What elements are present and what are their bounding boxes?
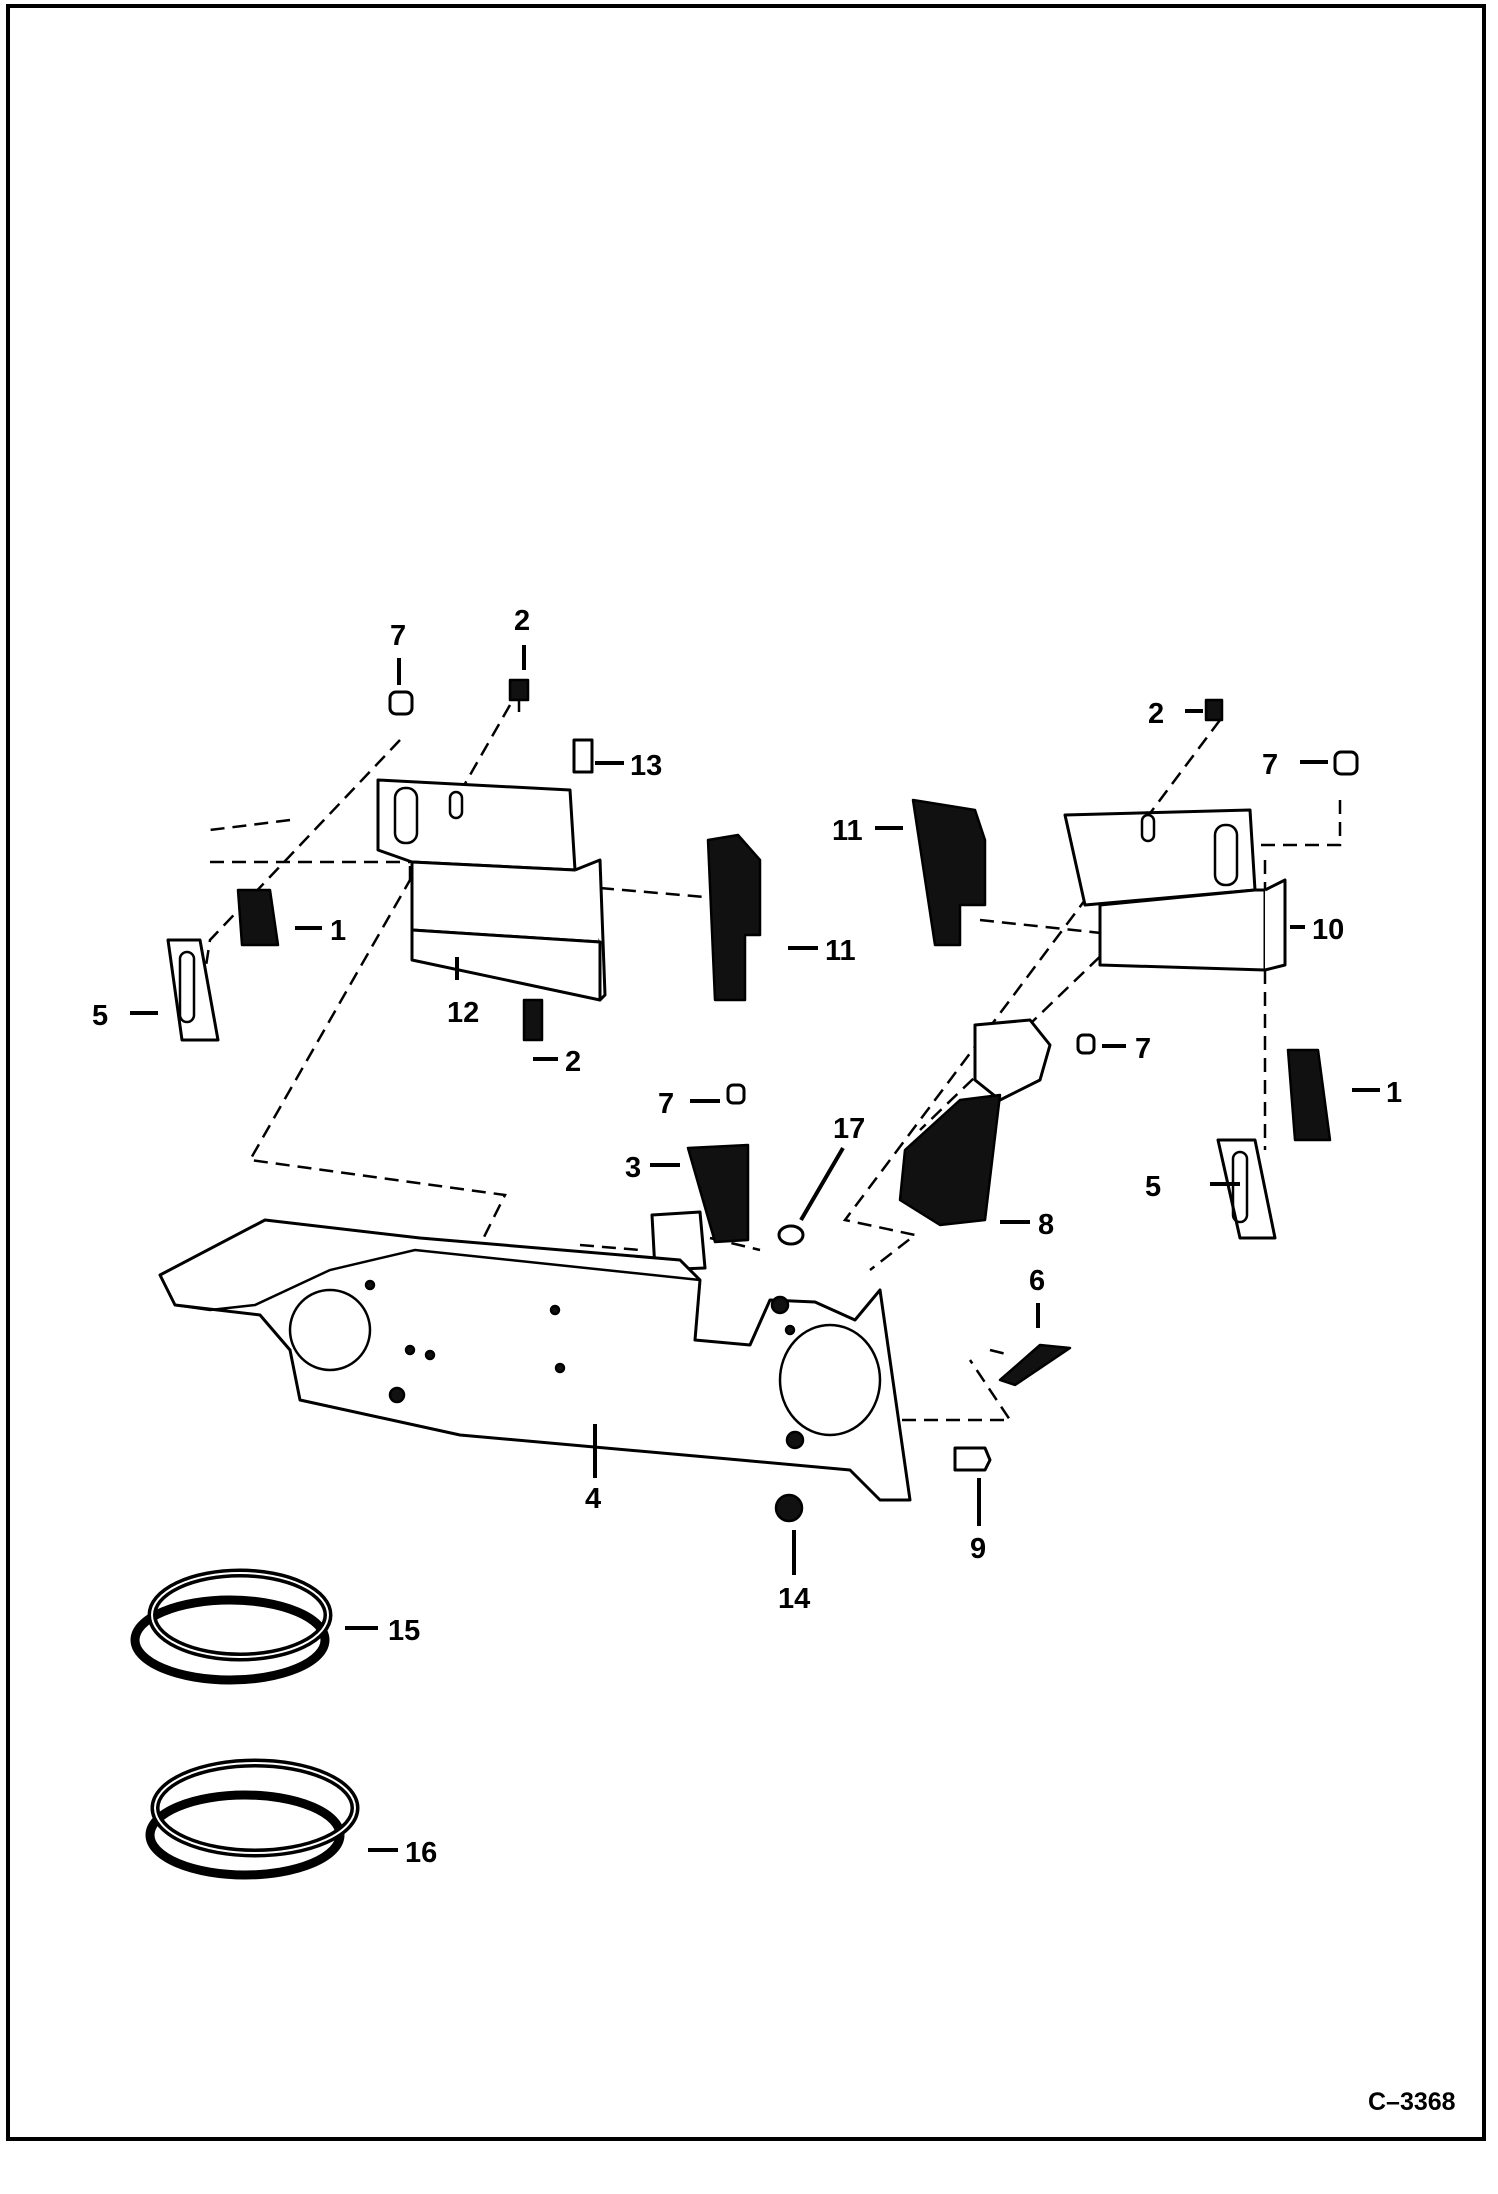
part-13-bolt: [572, 738, 594, 774]
part-2-bolt-top-left: [508, 678, 530, 712]
part-2-bolt-top-right: [1204, 698, 1224, 722]
part-7-plug-boot: [1076, 1033, 1096, 1055]
callout-7-center: 7: [658, 1088, 674, 1120]
callout-12: 12: [447, 997, 479, 1029]
part-16-hose-coil: [145, 1758, 360, 1880]
callout-1-right: 1: [1386, 1077, 1402, 1109]
callout-7-top-left: 7: [390, 620, 406, 652]
part-17-grommet: [777, 1224, 805, 1246]
callout-11-right: 11: [832, 815, 863, 847]
callout-13: 13: [630, 750, 662, 782]
part-9-bolt: [953, 1446, 992, 1472]
callout-15: 15: [388, 1615, 420, 1647]
part-7-plug-top-left: [388, 690, 414, 716]
callout-5-right: 5: [1145, 1171, 1161, 1203]
callout-2-top-right: 2: [1148, 698, 1164, 730]
part-1-shim-right: [1286, 1048, 1332, 1142]
part-11-block-right: [911, 798, 987, 947]
callout-2-top-left: 2: [514, 605, 530, 637]
leader-lines: [130, 645, 1380, 1852]
part-7-plug-center: [726, 1083, 746, 1105]
part-10-right-bracket: [1063, 808, 1287, 972]
callout-7-top-right: 7: [1262, 749, 1278, 781]
part-4-main-panel: [158, 1218, 912, 1502]
part-12-left-bracket: [376, 778, 607, 1002]
callout-9: 9: [970, 1533, 986, 1565]
part-5-slotted-plate-left: [166, 938, 220, 1042]
part-11-block-center: [706, 833, 762, 1002]
part-1-shim-left: [236, 888, 280, 947]
callout-7-boot: 7: [1135, 1033, 1151, 1065]
callout-16: 16: [405, 1837, 437, 1869]
callout-3: 3: [625, 1152, 641, 1184]
callout-14: 14: [778, 1583, 810, 1615]
callout-17: 17: [833, 1113, 865, 1145]
callout-1-left: 1: [330, 915, 346, 947]
part-7-plug-top-right: [1333, 750, 1359, 776]
part-15-hose-coil: [130, 1568, 333, 1685]
part-8-boot: [898, 1018, 1052, 1227]
callout-2-lower: 2: [565, 1046, 581, 1078]
part-5-slotted-plate-right: [1216, 1138, 1277, 1240]
part-3-clip: [650, 1143, 750, 1272]
figure-id: C–3368: [1368, 2088, 1456, 2116]
callout-11-center: 11: [825, 935, 856, 967]
callout-6: 6: [1029, 1265, 1045, 1297]
callout-labels: 7 2 13 2 7 11 1 11 10 5 12 2 1 7 7 17 3 …: [92, 605, 1402, 1869]
callout-5-left: 5: [92, 1000, 108, 1032]
part-6-wedge: [998, 1343, 1072, 1387]
callout-4: 4: [585, 1483, 601, 1515]
callout-10: 10: [1312, 914, 1344, 946]
callout-8: 8: [1038, 1209, 1054, 1241]
part-2-bolt-under-bracket: [522, 998, 544, 1042]
part-14-nut: [774, 1493, 804, 1523]
drawing-border: [6, 4, 1486, 2141]
